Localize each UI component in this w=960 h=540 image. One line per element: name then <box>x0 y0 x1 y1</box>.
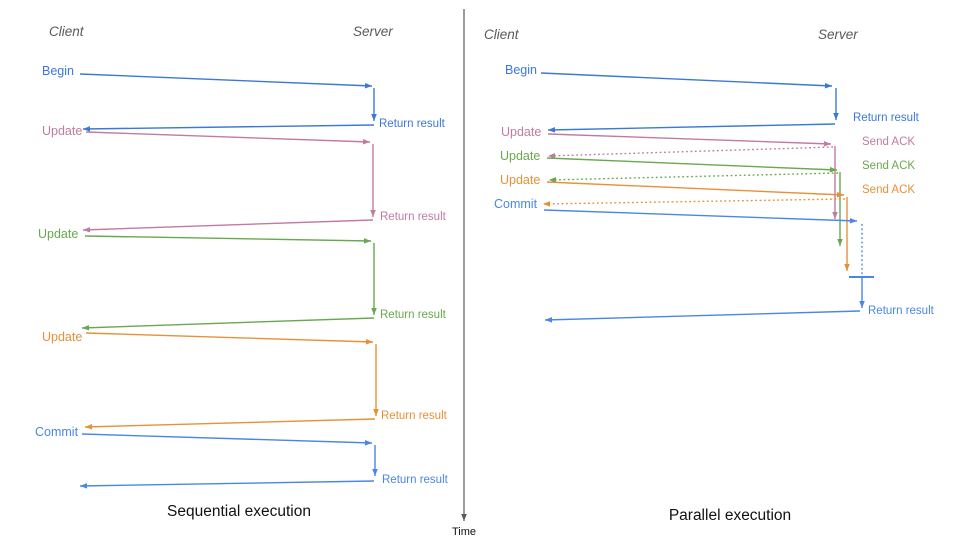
message-label-sequential-commit: Commit <box>35 425 79 439</box>
response-label-sequential-commit: Return result <box>382 474 448 486</box>
time-axis-line-head <box>461 514 467 521</box>
response-label-sequential-update-2: Return result <box>380 309 446 321</box>
resume-arrow-parallel-commit <box>859 278 865 308</box>
response-arrow-sequential-update-3-head <box>85 424 93 430</box>
ack-arrow-parallel-update-3-head <box>543 201 551 207</box>
ack-arrow-parallel-update-1-head <box>548 152 556 159</box>
response-arrow-sequential-update-3 <box>84 418 376 430</box>
request-arrow-parallel-begin-head <box>824 82 832 89</box>
message-label-sequential-update-1: Update <box>42 124 83 138</box>
request-arrow-sequential-update-1-head <box>362 138 370 145</box>
client-column-header-sequential: Client <box>49 24 84 39</box>
request-arrow-sequential-commit-head <box>364 439 372 446</box>
request-arrow-parallel-update-2 <box>546 157 838 173</box>
request-arrow-sequential-begin-head <box>364 82 372 89</box>
message-label-sequential-update-3: Update <box>42 330 83 344</box>
request-arrow-parallel-update-1 <box>547 133 832 147</box>
processing-arrow-parallel-update-2-head <box>837 239 843 246</box>
response-arrow-sequential-update-2-head <box>82 324 90 331</box>
response-arrow-parallel-begin-head <box>548 127 556 133</box>
message-label-parallel-update-2: Update <box>500 149 541 163</box>
processing-arrow-sequential-commit <box>372 445 378 476</box>
ack-arrow-parallel-update-2 <box>548 172 839 183</box>
processing-arrow-sequential-begin <box>371 88 377 121</box>
response-label-parallel-begin: Return result <box>853 112 919 124</box>
response-arrow-sequential-update-1 <box>82 219 374 233</box>
message-label-parallel-update-3: Update <box>500 173 541 187</box>
response-arrow-parallel-commit <box>544 310 861 323</box>
message-label-parallel-update-1: Update <box>501 125 542 139</box>
response-arrow-sequential-commit-head <box>80 483 88 489</box>
ack-label-parallel-update-3: Send ACK <box>862 184 916 196</box>
message-label-parallel-begin: Begin <box>505 63 537 77</box>
request-arrow-parallel-update-3-head <box>836 191 844 198</box>
ack-arrow-parallel-update-1 <box>547 146 834 159</box>
request-arrow-parallel-update-1-head <box>823 140 831 147</box>
request-arrow-sequential-update-2-head <box>363 238 371 244</box>
processing-arrow-parallel-update-3-head <box>844 264 850 271</box>
request-arrow-parallel-commit-head <box>849 217 857 224</box>
response-arrow-sequential-update-2 <box>81 317 375 331</box>
response-arrow-sequential-update-1-head <box>83 226 91 233</box>
request-arrow-parallel-update-3 <box>546 181 845 198</box>
processing-arrow-parallel-update-1 <box>832 146 838 219</box>
processing-arrow-sequential-update-3-head <box>373 409 379 416</box>
processing-arrow-sequential-begin-head <box>371 114 377 121</box>
response-label-sequential-update-3: Return result <box>381 410 447 422</box>
processing-arrow-parallel-begin <box>833 88 839 120</box>
server-column-header-parallel: Server <box>818 27 858 42</box>
processing-arrow-parallel-begin-head <box>833 113 839 120</box>
processing-arrow-sequential-update-1-head <box>370 210 376 217</box>
panel-title-sequential: Sequential execution <box>167 503 311 520</box>
response-arrow-sequential-begin <box>82 124 375 132</box>
ack-arrow-parallel-update-3 <box>542 198 846 207</box>
response-label-parallel-commit: Return result <box>868 305 934 317</box>
resume-arrow-parallel-commit-head <box>859 301 865 308</box>
request-arrow-sequential-update-3 <box>85 332 374 345</box>
ack-label-parallel-update-1: Send ACK <box>862 136 916 148</box>
processing-arrow-parallel-update-1-head <box>832 212 838 219</box>
processing-arrow-sequential-update-3 <box>373 344 379 416</box>
processing-arrow-sequential-update-1 <box>370 144 376 217</box>
processing-arrow-sequential-update-2-head <box>371 308 377 315</box>
server-column-header-sequential: Server <box>353 24 393 39</box>
message-label-sequential-begin: Begin <box>42 64 74 78</box>
client-column-header-parallel: Client <box>484 27 519 42</box>
request-arrow-parallel-update-2-head <box>829 166 837 173</box>
panel-title-parallel: Parallel execution <box>668 507 792 524</box>
time-axis-label: Time <box>451 526 477 538</box>
ack-label-parallel-update-2: Send ACK <box>862 160 916 172</box>
ack-arrow-parallel-update-2-head <box>549 177 557 183</box>
request-arrow-sequential-commit <box>81 433 373 446</box>
processing-arrow-sequential-update-2 <box>371 243 377 315</box>
request-arrow-sequential-update-2 <box>84 235 372 244</box>
response-arrow-sequential-begin-head <box>83 126 91 132</box>
request-arrow-parallel-begin <box>540 72 833 89</box>
message-label-parallel-commit: Commit <box>494 197 538 211</box>
response-arrow-parallel-commit-head <box>545 317 553 323</box>
response-label-sequential-begin: Return result <box>379 118 445 130</box>
processing-arrow-sequential-commit-head <box>372 469 378 476</box>
request-arrow-parallel-commit <box>543 209 858 224</box>
processing-arrow-parallel-update-2 <box>837 172 843 246</box>
response-arrow-parallel-begin <box>547 123 836 133</box>
processing-arrow-parallel-update-3 <box>844 197 850 271</box>
request-arrow-sequential-begin <box>79 73 373 89</box>
message-label-sequential-update-2: Update <box>38 227 79 241</box>
response-label-sequential-update-1: Return result <box>380 211 446 223</box>
response-arrow-sequential-commit <box>79 480 375 489</box>
request-arrow-sequential-update-3-head <box>365 338 373 345</box>
time-axis-line <box>461 9 467 521</box>
request-arrow-sequential-update-1 <box>85 131 371 145</box>
